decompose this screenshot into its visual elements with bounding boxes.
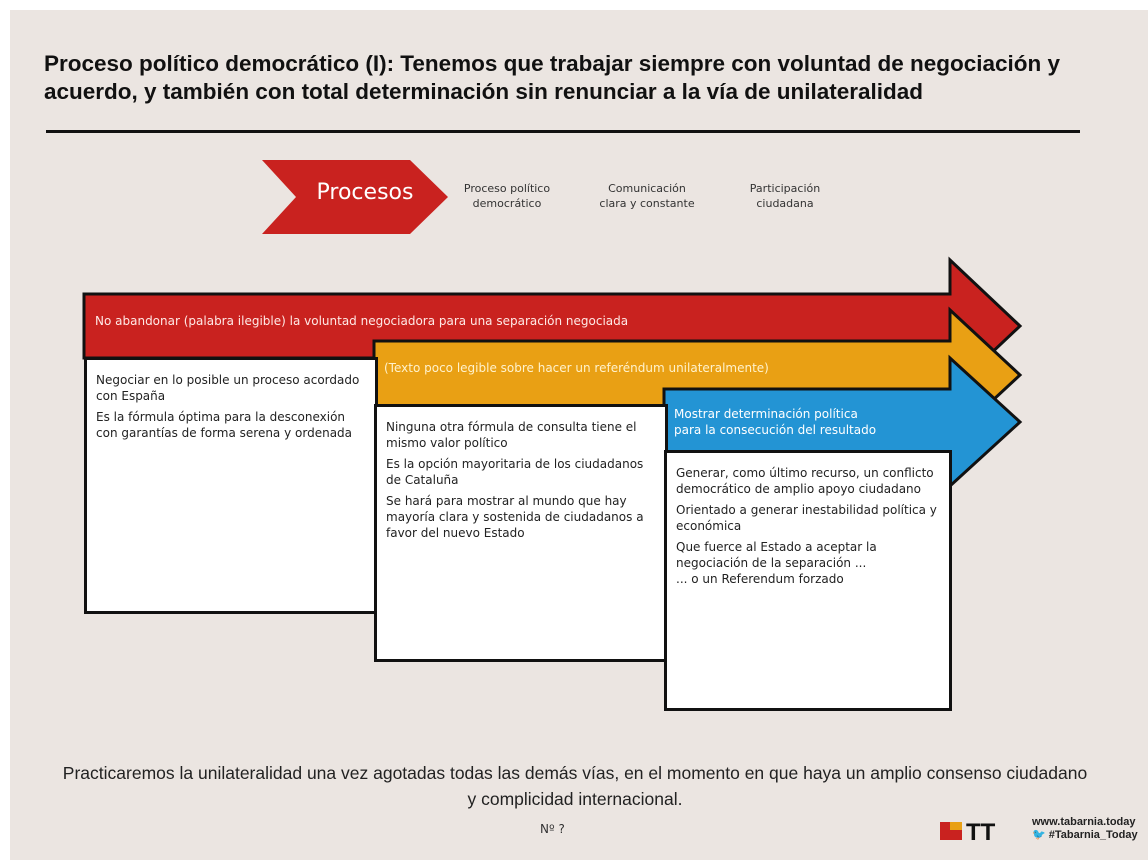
box-item: Es la opción mayoritaria de los ciudadan…	[386, 457, 644, 487]
conclusion-text: Practicaremos la unilateralidad una vez …	[62, 763, 1088, 809]
procesos-chevron	[262, 160, 448, 234]
box-item: Generar, como último recurso, un conflic…	[676, 466, 934, 496]
box-item: Ninguna otra fórmula de consulta tiene e…	[386, 420, 637, 450]
site-url: www.tabarnia.today	[1032, 816, 1136, 828]
red-band-text: No abandonar (palabra ilegible) la volun…	[95, 314, 629, 328]
determination-box: Generar, como último recurso, un conflic…	[664, 450, 952, 711]
referendum-box: Ninguna otra fórmula de consulta tiene e…	[374, 404, 668, 662]
box-item: ... o un Referendum forzado	[676, 572, 844, 586]
box-item: Es la fórmula óptima para la desconexión…	[96, 410, 353, 440]
twitter-bird-icon: 🐦	[1032, 829, 1046, 841]
yellow-band-text: (Texto poco legible sobre hacer un refer…	[384, 361, 769, 375]
page-number: Nº ?	[540, 822, 565, 836]
box-item: Que fuerce al Estado a aceptar la negoci…	[676, 540, 877, 570]
twitter-handle: #Tabarnia_Today	[1048, 829, 1138, 841]
tabarnia-logo-icon: TT	[940, 819, 996, 842]
box-item: Negociar en lo posible un proceso acorda…	[96, 373, 360, 403]
chevron-label: Procesos	[316, 180, 414, 205]
svg-text:TT: TT	[966, 819, 996, 842]
slide-title: Proceso político democrático (I): Tenemo…	[44, 51, 1061, 104]
title-divider	[46, 130, 1080, 133]
box-item: Se hará para mostrar al mundo que hay ma…	[386, 494, 644, 540]
logo-text: www.tabarnia.today 🐦 #Tabarnia_Today	[1032, 816, 1138, 842]
negotiation-box: Negociar en lo posible un proceso acorda…	[84, 357, 378, 614]
box-item: Orientado a generar inestabilidad políti…	[676, 503, 937, 533]
